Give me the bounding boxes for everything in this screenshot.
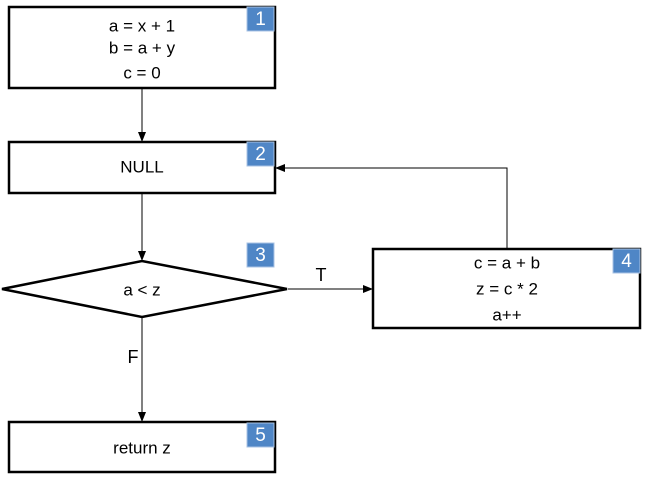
edge-4-to-2-loop <box>275 164 508 248</box>
block-3-badge <box>246 242 275 268</box>
block-5: return z 5 <box>7 420 277 474</box>
edge-true-label: T <box>316 265 327 285</box>
block-4-line-1: c = a + b <box>474 253 540 272</box>
block-1-line-2: b = a + y <box>109 38 176 57</box>
block-2: NULL 2 <box>7 140 277 195</box>
block-3-condition: a < z <box>123 280 160 299</box>
block-1-badge <box>246 6 275 32</box>
block-1-badge-number: 1 <box>255 9 266 30</box>
block-2-line-1: NULL <box>120 157 163 176</box>
block-5-badge <box>246 422 275 448</box>
block-4-line-3: a++ <box>492 305 521 324</box>
block-4-badge <box>612 248 641 274</box>
block-4-box <box>371 247 642 330</box>
block-4-line-2: z = c * 2 <box>476 279 538 298</box>
block-2-badge <box>246 141 275 167</box>
block-5-line-1: return z <box>113 438 171 457</box>
block-4: c = a + b z = c * 2 a++ 4 <box>371 247 642 330</box>
block-2-badge-number: 2 <box>255 144 266 165</box>
block-1-line-3: c = 0 <box>123 63 160 82</box>
block-5-box <box>7 420 277 474</box>
edge-false-label: F <box>128 347 139 367</box>
block-3-badge-number: 3 <box>255 245 266 266</box>
block-1-line-1: a = x + 1 <box>109 16 175 35</box>
block-1: a = x + 1 b = a + y c = 0 1 <box>7 5 277 90</box>
block-5-badge-number: 5 <box>255 425 266 446</box>
block-4-badge-number: 4 <box>621 251 632 272</box>
block-1-box <box>7 5 277 90</box>
block-3-diamond <box>1 259 288 319</box>
block-3: a < z 3 <box>1 242 288 319</box>
